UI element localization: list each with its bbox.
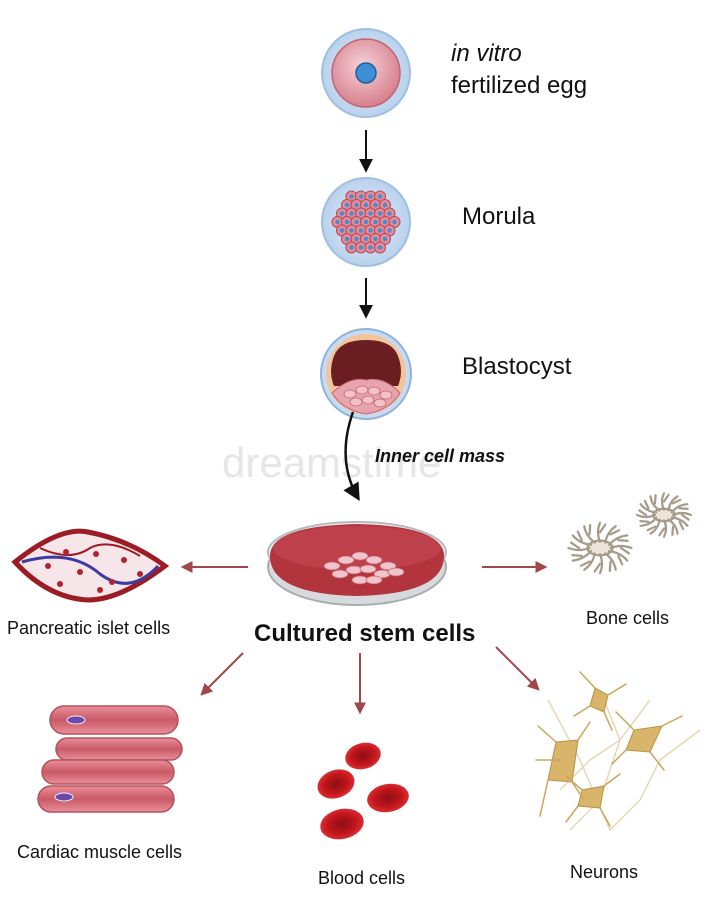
morula-cell-nucleus — [339, 211, 345, 216]
morula-cell-nucleus — [373, 202, 378, 208]
bone-cell-process — [658, 519, 668, 538]
bone-cell-process — [635, 509, 657, 519]
morula-cell-nucleus — [368, 245, 373, 250]
morula-cell-nucleus — [382, 219, 388, 225]
morula-cell-nucleus — [344, 236, 350, 242]
pancreatic-islet-icon — [11, 528, 170, 603]
pancreatic-islet-label: Pancreatic islet cells — [7, 618, 171, 638]
morula-cell-nucleus — [349, 194, 354, 199]
morula-cell-nucleus — [354, 202, 359, 208]
bone-cells-label: Bone cells — [586, 608, 670, 628]
bone-cell-process — [604, 552, 617, 573]
bone-cell-process — [646, 518, 661, 535]
bone-cell-process — [609, 544, 633, 555]
bone-cell-process — [639, 499, 658, 514]
neurons-label: Neurons — [570, 862, 639, 882]
bone-cell-process — [571, 550, 593, 562]
blood-cells-icon — [317, 742, 409, 840]
egg-label: fertilized egg — [451, 72, 588, 99]
fertilized-egg-icon — [321, 28, 411, 118]
bone-cell-process — [649, 494, 661, 512]
bone-cell-process — [639, 516, 658, 527]
bone-cell-process — [571, 530, 593, 546]
blastocyst-label: Blastocyst — [462, 353, 572, 380]
morula-cell-nucleus — [358, 211, 364, 216]
bone-cell-process — [607, 534, 629, 546]
differentiation-arrows — [180, 561, 548, 715]
bone-cells-icon — [567, 492, 693, 575]
morula-cell-nucleus — [354, 236, 359, 242]
bone-cell-process — [579, 552, 596, 571]
bone-cell-body — [586, 539, 614, 557]
morula-cell-nucleus — [363, 219, 369, 225]
arrow-to-cardiac — [200, 652, 244, 696]
watermark: dreamstime — [222, 439, 441, 486]
morula-cell-nucleus — [373, 219, 378, 225]
morula-cell-nucleus — [382, 202, 388, 208]
bone-cell-process — [667, 518, 679, 536]
morula-cell-nucleus — [358, 228, 364, 233]
morula-cell-nucleus — [377, 194, 383, 199]
bone-cell-process — [593, 553, 604, 575]
bone-cell-process — [567, 541, 591, 552]
morula-cell-nucleus — [344, 202, 350, 208]
bone-cell-process — [667, 495, 682, 512]
morula-cell-nucleus — [368, 228, 373, 233]
morula-cell-nucleus — [344, 219, 350, 225]
cultured-stem-cells-label: Cultured stem cells — [254, 620, 476, 647]
bone-cell-process — [670, 516, 689, 531]
morula-cell-nucleus — [349, 211, 354, 216]
morula-cell-nucleus — [363, 202, 369, 208]
morula-cell-nucleus — [387, 228, 392, 233]
morula-cell-nucleus — [358, 194, 364, 199]
cardiac-muscle-icon — [37, 705, 183, 813]
morula-cell-nucleus — [368, 211, 373, 216]
morula-cell-nucleus — [354, 219, 359, 225]
morula-cell-nucleus — [377, 228, 383, 233]
morula-cell-nucleus — [363, 236, 369, 242]
cardiac-muscle-label: Cardiac muscle cells — [17, 842, 183, 862]
morula-cell-nucleus — [358, 245, 364, 250]
blastocyst-icon — [320, 328, 412, 420]
morula-icon — [321, 177, 411, 267]
egg-label-in-vitro: in vitro — [451, 40, 522, 67]
petri-dish-icon — [267, 521, 447, 606]
bone-cell-process — [670, 503, 689, 514]
morula-cell-nucleus — [368, 194, 373, 199]
bone-cell-process — [607, 550, 629, 566]
arrow-blastocyst-to-dish — [343, 411, 360, 502]
morula-cell-nucleus — [382, 236, 388, 242]
morula-cell-nucleus — [373, 236, 378, 242]
morula-cell-nucleus — [349, 228, 354, 233]
bone-cell-process — [671, 511, 693, 521]
inner-cell-mass-label: Inner cell mass — [375, 446, 506, 466]
morula-cell-nucleus — [387, 211, 392, 216]
morula-cell-nucleus — [377, 245, 383, 250]
morula-cell-nucleus — [392, 219, 397, 225]
blood-cells-label: Blood cells — [318, 868, 406, 888]
bone-cell-process — [596, 521, 607, 543]
bone-cell-process — [660, 492, 670, 511]
morula-cell-nucleus — [335, 219, 340, 225]
morula-cell-nucleus — [377, 211, 383, 216]
bone-cell-process — [583, 523, 596, 544]
neurons-icon — [535, 671, 701, 832]
morula-cell-nucleus — [339, 228, 345, 233]
morula-cell-nucleus — [349, 245, 354, 250]
bone-cell-process — [604, 525, 621, 544]
morula-label: Morula — [462, 203, 536, 230]
arrow-to-neurons — [495, 646, 540, 691]
